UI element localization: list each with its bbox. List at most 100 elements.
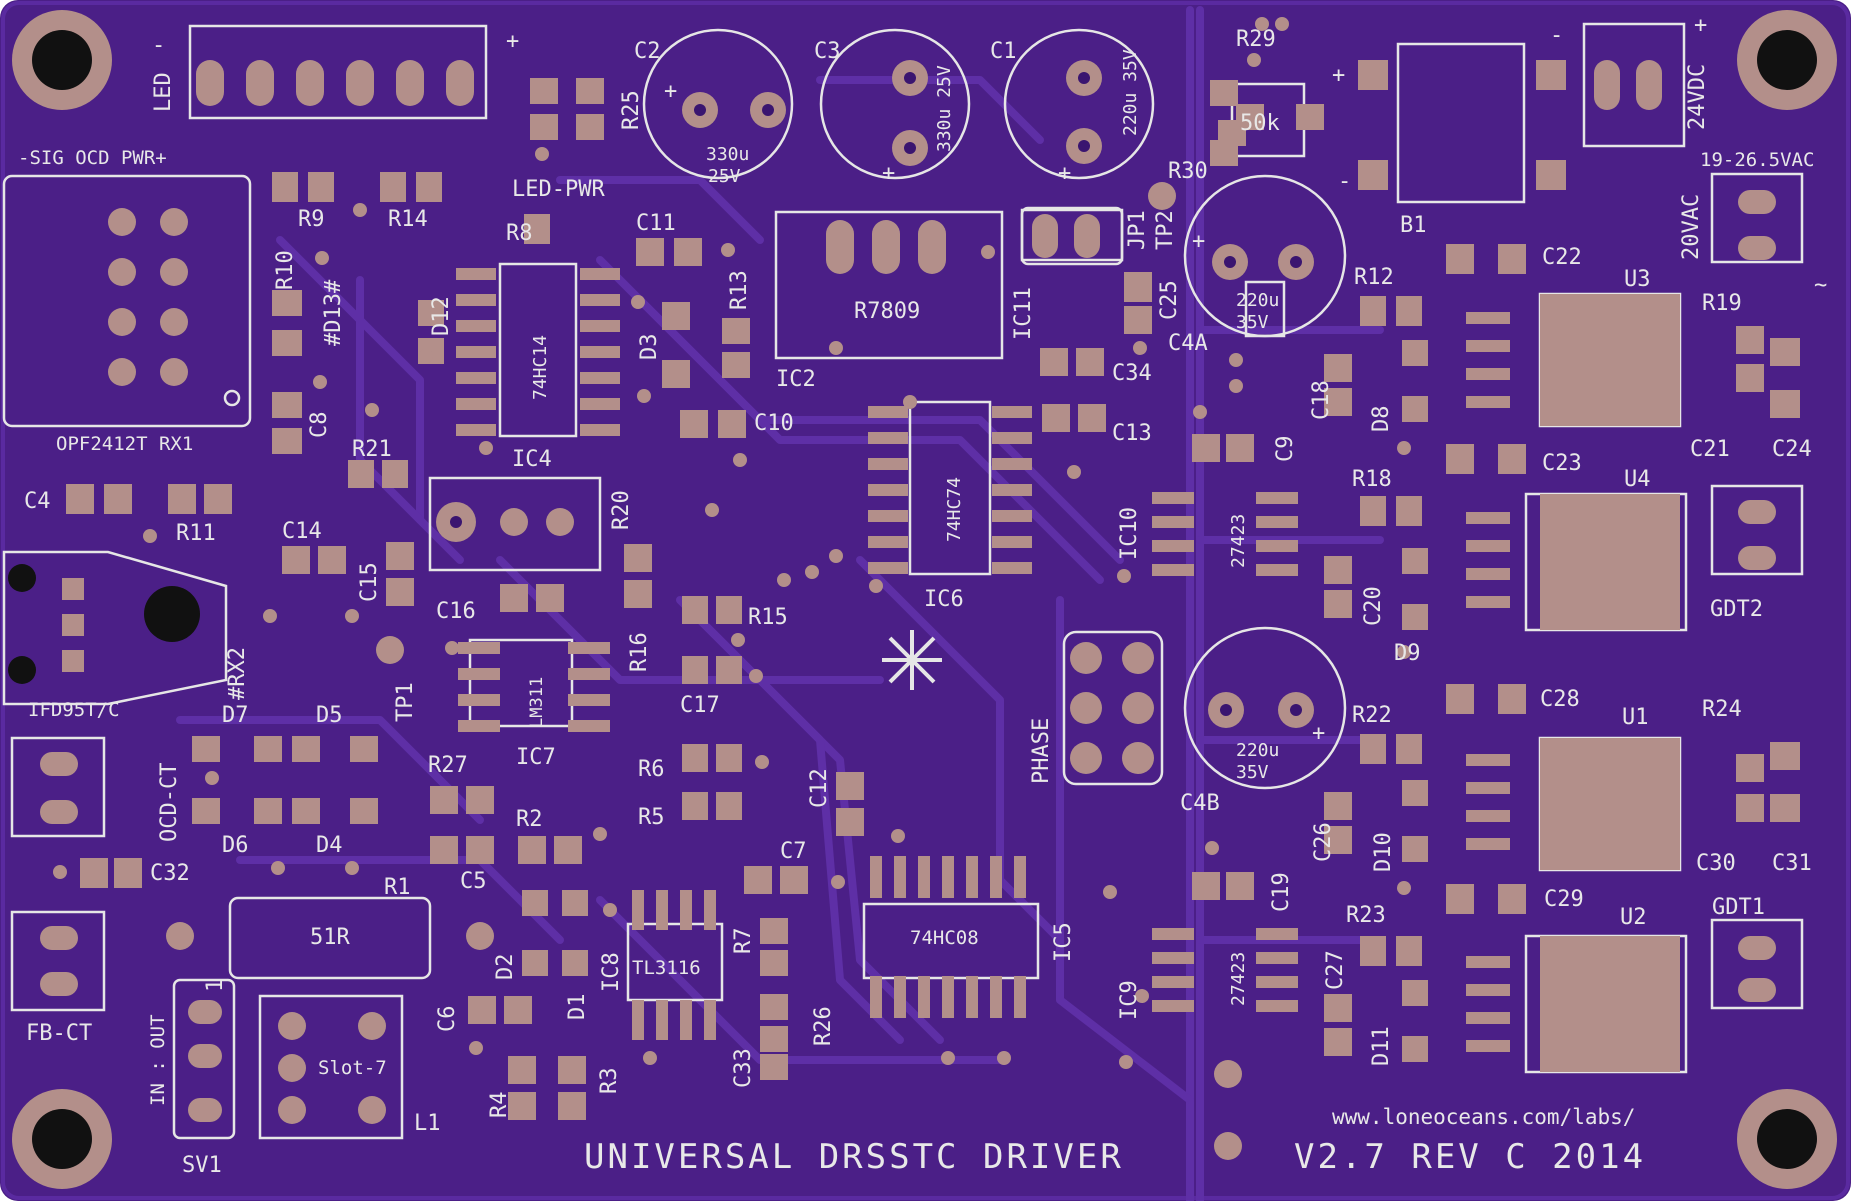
d6-label: D6 [222, 833, 249, 858]
ic2-label: IC2 [776, 367, 816, 392]
c10-label: C10 [754, 411, 794, 436]
c4a-plus: + [1192, 229, 1205, 254]
c25-label: C25 [1157, 280, 1182, 320]
c11-label: C11 [636, 211, 676, 236]
c31-label: C31 [1772, 851, 1812, 876]
d8-label: D8 [1369, 406, 1394, 433]
gdt2-label: GDT2 [1710, 597, 1763, 622]
c4a-label: C4A [1168, 331, 1208, 356]
r7-label: R7 [731, 928, 756, 955]
b1-minus: - [1338, 169, 1351, 194]
r23-label: R23 [1346, 903, 1386, 928]
dc-in-label: 24VDC [1685, 64, 1710, 130]
ic6-part: 74HC74 [944, 477, 965, 542]
c3-plus: + [882, 161, 895, 186]
c8-label: C8 [307, 412, 332, 439]
ac-in-label: 20VAC [1679, 194, 1704, 260]
u4-label: U4 [1624, 467, 1651, 492]
c19-label: C19 [1269, 872, 1294, 912]
c21-label: C21 [1690, 437, 1730, 462]
jp1-label: JP1 [1125, 210, 1150, 250]
gdt1-label: GDT1 [1712, 895, 1765, 920]
ic10-part: 27423 [1228, 514, 1249, 568]
r25-label: R25 [619, 90, 644, 130]
c13-label: C13 [1112, 421, 1152, 446]
c4b-value: 220u [1236, 740, 1279, 761]
r2-label: R2 [516, 807, 543, 832]
c1-label: C1 [990, 39, 1017, 64]
r26-label: R26 [811, 1006, 836, 1046]
r5-label: R5 [638, 805, 665, 830]
silkscreen-outlines [2, 22, 1804, 1140]
ac-tilde: ~ [1814, 273, 1827, 298]
board-url: www.loneoceans.com/labs/ [1332, 1105, 1635, 1129]
r16-label: R16 [627, 632, 652, 672]
b1-label: B1 [1400, 213, 1427, 238]
ic9-label: IC9 [1117, 980, 1142, 1020]
u2-label: U2 [1620, 905, 1647, 930]
opf-label: OPF2412T RX1 [56, 433, 193, 455]
r9-label: R9 [298, 207, 325, 232]
r29-label: R29 [1236, 27, 1276, 52]
ic8-part: TL3116 [632, 957, 701, 979]
c24-label: C24 [1772, 437, 1812, 462]
r8-label: R8 [506, 221, 533, 246]
r12-label: R12 [1354, 265, 1394, 290]
c12-label: C12 [807, 768, 832, 808]
c7-label: C7 [780, 839, 807, 864]
ic9-part: 27423 [1228, 952, 1249, 1006]
led-pwr-label: LED-PWR [512, 177, 605, 202]
ic7-part: LM311 [527, 677, 547, 728]
c23-label: C23 [1542, 451, 1582, 476]
rx2-lead [8, 656, 36, 684]
ic4-label: IC4 [512, 447, 552, 472]
drill-holes [450, 72, 1302, 716]
c2-value-voltage: 25V [708, 166, 741, 187]
tp2-label: TP2 [1153, 210, 1178, 250]
l1-label: L1 [414, 1111, 441, 1136]
phase-label: PHASE [1029, 718, 1054, 784]
c28-label: C28 [1540, 687, 1580, 712]
r19-label: R19 [1702, 291, 1742, 316]
u1-label: U1 [1622, 705, 1649, 730]
r18-label: R18 [1352, 467, 1392, 492]
c20-label: C20 [1361, 586, 1386, 626]
rx2-mount-hole [144, 586, 200, 642]
d3-label: D3 [637, 334, 662, 361]
c22-label: C22 [1542, 245, 1582, 270]
c4a-value: 220u [1236, 290, 1279, 311]
led-minus-label: - [152, 33, 165, 58]
r24-label: R24 [1702, 697, 1742, 722]
dc-minus: - [1550, 23, 1563, 48]
sv1-label: SV1 [182, 1153, 222, 1178]
rx2-label: #RX2 [225, 647, 250, 700]
c4a-value-voltage: 35V [1236, 312, 1269, 333]
ic10-label: IC10 [1117, 507, 1142, 560]
led-label: LED [151, 72, 176, 112]
d1-label: D1 [565, 994, 590, 1021]
c9-label: C9 [1273, 436, 1298, 463]
r15-label: R15 [748, 605, 788, 630]
c2-label: C2 [634, 39, 661, 64]
c6-label: C6 [435, 1006, 460, 1033]
r4-label: R4 [487, 1092, 512, 1119]
r1-label: R1 [384, 875, 411, 900]
u3-label: U3 [1624, 267, 1651, 292]
ic7-label: IC7 [516, 745, 556, 770]
sv1-pin-1: 1 [203, 979, 228, 992]
c29-label: C29 [1544, 887, 1584, 912]
ic8-label: IC8 [599, 952, 624, 992]
d2-label: D2 [493, 954, 518, 981]
c14-label: C14 [282, 519, 322, 544]
r1-value: 51R [310, 925, 350, 950]
d9-label: D9 [1394, 641, 1421, 666]
c4b-plus: + [1312, 721, 1325, 746]
r30-label: R30 [1168, 159, 1208, 184]
c4b-label: C4B [1180, 791, 1220, 816]
d12-label: D12 [429, 296, 454, 336]
r20-label: R20 [609, 490, 634, 530]
board-title: UNIVERSAL DRSSTC DRIVER [584, 1137, 1124, 1177]
in-out-label: IN : OUT [147, 1014, 169, 1106]
r21-label: R21 [352, 437, 392, 462]
board-version: V2.7 REV C 2014 [1294, 1137, 1646, 1177]
